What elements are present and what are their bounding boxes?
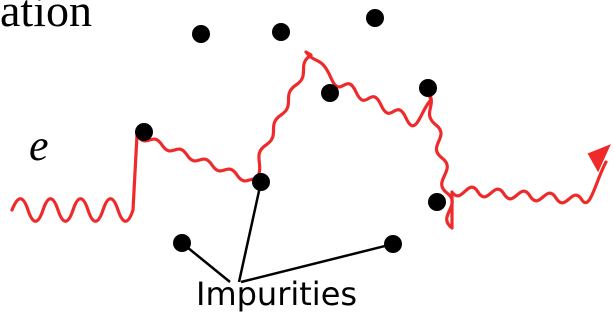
impurity-leader-line [237, 181, 263, 283]
impurity-leader-line [181, 242, 231, 283]
impurity-dot [135, 123, 153, 141]
impurity-dot [366, 9, 384, 27]
impurity-dot [252, 173, 270, 191]
electron-label: e [29, 121, 49, 170]
electron-path [10, 50, 608, 230]
cropped-heading-text: ation [0, 0, 92, 36]
arrowhead [587, 144, 611, 173]
impurity-dot [272, 23, 290, 41]
impurity-dot [419, 79, 437, 97]
impurity-dot [428, 193, 446, 211]
impurity-dot [321, 84, 339, 102]
impurity-leader-line [240, 242, 394, 284]
impurity-dot [384, 235, 402, 253]
impurities-label: Impurities [196, 275, 358, 313]
impurity-dot [173, 234, 191, 252]
impurity-dot [192, 25, 210, 43]
